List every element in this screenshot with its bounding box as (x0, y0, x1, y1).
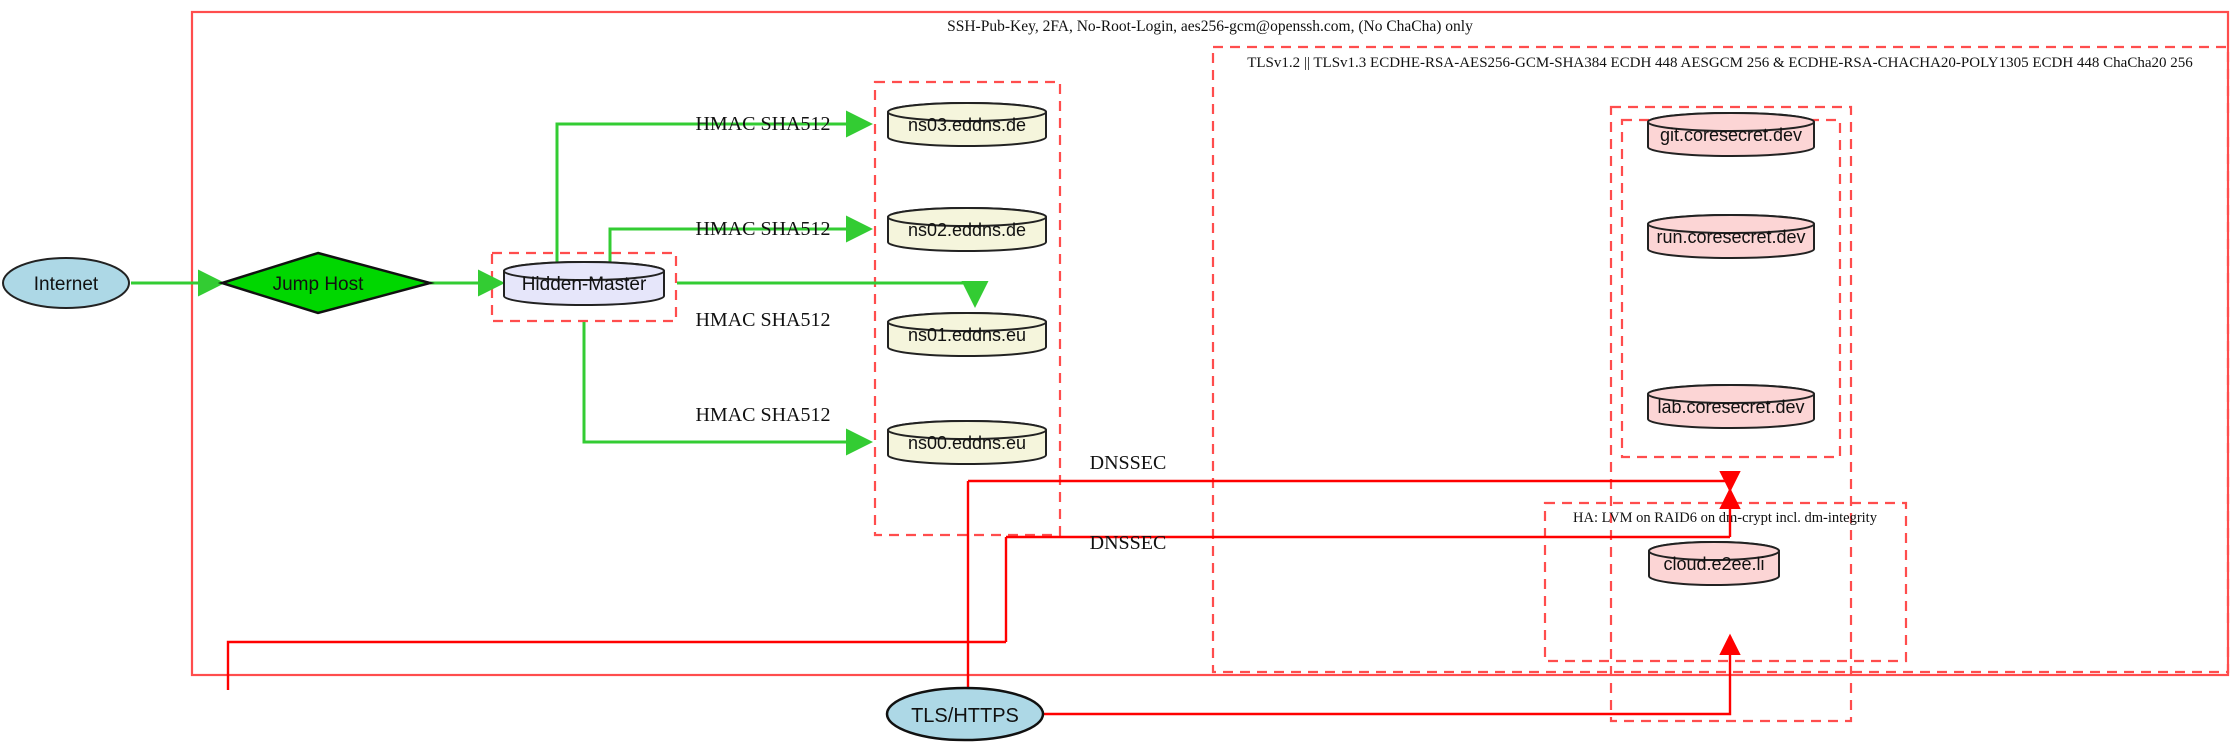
node-git-coresecret[interactable]: git.coresecret.dev (1647, 112, 1815, 157)
node-jump-host[interactable]: Jump Host (217, 251, 435, 315)
edge-label-hmac-ns02: HMAC SHA512 (695, 218, 830, 240)
edge-label-dnssec-lower: DNSSEC (1090, 532, 1167, 554)
tls-https-shape (885, 686, 1045, 742)
ssh-boundary-box (190, 10, 2230, 677)
node-ns00[interactable]: ns00.eddns.eu (887, 420, 1047, 465)
tls-boundary-box (1211, 45, 2230, 674)
edge-dnssec-upper (968, 470, 1741, 493)
edge-label-dnssec-upper: DNSSEC (1090, 452, 1167, 474)
git-cap (1647, 112, 1815, 132)
edge-label-hmac-ns00: HMAC SHA512 (695, 404, 830, 426)
ns01-label: ns01.eddns.eu (908, 325, 1026, 345)
ha-boundary-label: HA: LVM on RAID6 on dm-crypt incl. dm-in… (1573, 510, 1878, 526)
lab-cap (1647, 384, 1815, 404)
node-internet[interactable]: Internet (2, 257, 130, 309)
tls-boundary-label: TLSv1.2 || TLSv1.3 ECDHE-RSA-AES256-GCM-… (1247, 55, 2193, 71)
ns00-label: ns00.eddns.eu (908, 433, 1026, 453)
ns02-label: ns02.eddns.de (908, 220, 1026, 240)
hidden-master-box (490, 251, 678, 323)
cloud-cap (1648, 541, 1780, 561)
node-run-coresecret[interactable]: run.coresecret.dev (1647, 214, 1815, 259)
node-ns02[interactable]: ns02.eddns.de (887, 207, 1047, 252)
edge-bottom-trunk (226, 640, 1006, 690)
run-label: run.coresecret.dev (1656, 227, 1805, 247)
tls-https-label: TLS/HTTPS (911, 705, 1019, 727)
edge-master-to-ns03 (555, 110, 873, 262)
ns03-cap (887, 102, 1047, 122)
cloud-label: cloud.e2ee.li (1663, 554, 1764, 574)
hidden-master-cap (503, 261, 665, 281)
hidden-master-label: Hidden-Master (522, 274, 647, 295)
jump-host-shape (217, 251, 435, 315)
nameserver-cluster-box (873, 80, 1062, 537)
edge-master-to-ns01 (677, 281, 989, 308)
ssh-boundary-label: SSH-Pub-Key, 2FA, No-Root-Login, aes256-… (947, 18, 1473, 35)
edge-label-hmac-ns01: HMAC SHA512 (695, 309, 830, 331)
internet-shape (2, 257, 130, 309)
ns01-cap (887, 312, 1047, 332)
lab-label: lab.coresecret.dev (1657, 397, 1804, 417)
ns03-label: ns03.eddns.de (908, 115, 1026, 135)
node-ns03[interactable]: ns03.eddns.de (887, 102, 1047, 147)
coresecret-cluster-box (1609, 105, 1853, 723)
ns02-cap (887, 207, 1047, 227)
node-tls-https[interactable]: TLS/HTTPS (885, 686, 1045, 742)
ha-cluster-box (1543, 501, 1908, 663)
edge-label-hmac-ns03: HMAC SHA512 (695, 113, 830, 135)
run-cap (1647, 214, 1815, 234)
edge-tls-https-right (1043, 690, 1732, 716)
internet-label: Internet (34, 274, 99, 295)
ns00-cap (887, 420, 1047, 440)
node-ns01[interactable]: ns01.eddns.eu (887, 312, 1047, 357)
edge-master-to-ns00 (582, 322, 873, 456)
node-cloud-e2ee[interactable]: cloud.e2ee.li (1648, 541, 1780, 586)
node-lab-coresecret[interactable]: lab.coresecret.dev (1647, 384, 1815, 429)
git-label: git.coresecret.dev (1660, 125, 1802, 145)
node-hidden-master[interactable]: Hidden-Master (503, 261, 665, 306)
edge-master-to-ns02 (608, 215, 873, 262)
jump-host-label: Jump Host (273, 274, 365, 295)
